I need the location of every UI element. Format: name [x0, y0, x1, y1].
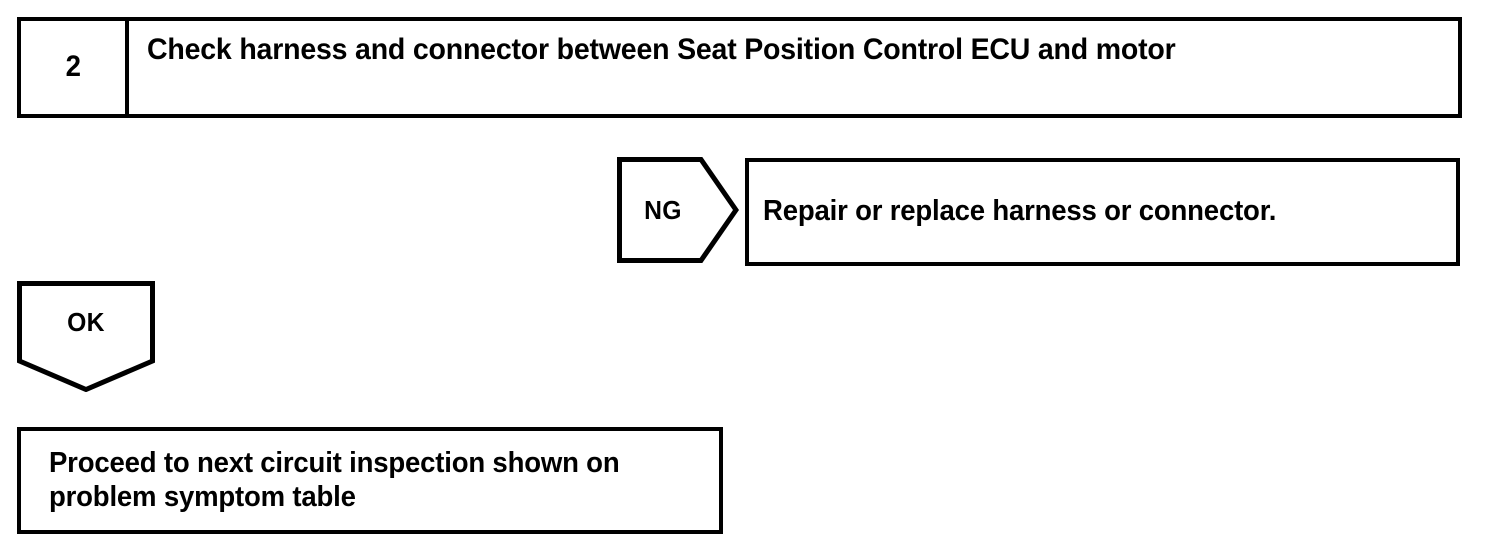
step-row: 2 Check harness and connector between Se… [17, 17, 1462, 118]
final-result-text: Proceed to next circuit inspection shown… [49, 447, 686, 514]
final-result-line-1: Proceed to next circuit inspection shown… [49, 447, 620, 480]
step-title-cell: Check harness and connector between Seat… [133, 21, 1458, 114]
final-result-line-2: problem symptom table [49, 480, 356, 513]
pentagon-down-icon [17, 281, 155, 392]
pentagon-right-icon [617, 157, 739, 263]
ok-label: OK [67, 306, 105, 337]
step-number: 2 [65, 49, 81, 83]
step-number-cell: 2 [21, 21, 129, 114]
ng-result-box: Repair or replace harness or connector. [745, 158, 1460, 266]
ng-branch-arrow: NG [617, 157, 739, 263]
ng-label: NG [644, 194, 682, 225]
ng-result-text: Repair or replace harness or connector. [763, 195, 1277, 228]
ok-branch-arrow: OK [17, 281, 155, 392]
final-result-box: Proceed to next circuit inspection shown… [17, 427, 723, 534]
step-title: Check harness and connector between Seat… [147, 33, 1176, 66]
